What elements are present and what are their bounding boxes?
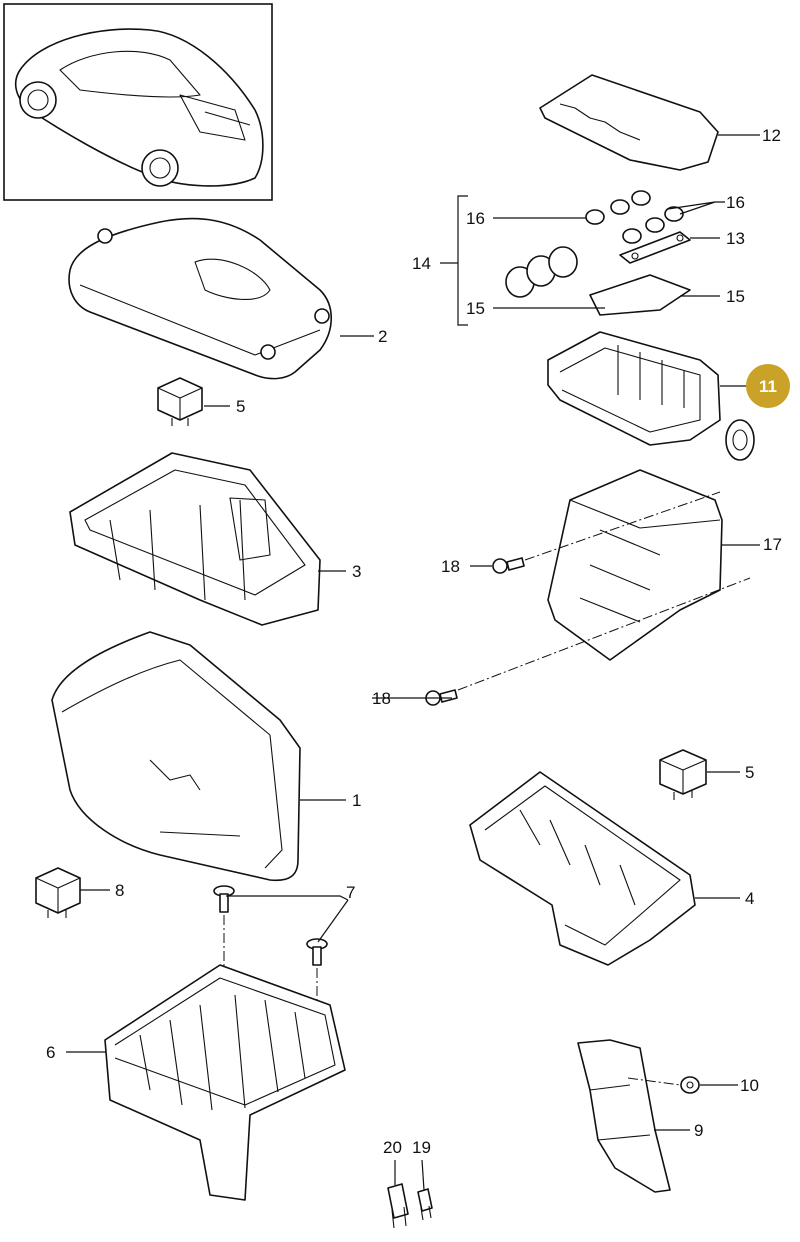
callout-9: 9 (694, 1121, 703, 1140)
callout-18-upper: 18 (441, 557, 460, 576)
callout-10: 10 (740, 1076, 759, 1095)
part-2-cover (68, 217, 332, 380)
callout-16-left: 16 (466, 209, 485, 228)
callout-6: 6 (46, 1043, 55, 1062)
part-5-relay-lower (659, 749, 707, 800)
callouts: 2 5 3 1 8 7 6 20 19 12 16 16 13 14 15 15… (46, 126, 790, 1157)
callout-15-right: 15 (726, 287, 745, 306)
part-5-relay-upper (157, 377, 203, 426)
part-11-terminal-box (547, 331, 755, 461)
callout-19: 19 (412, 1138, 431, 1157)
part-13-bus-bar (619, 231, 691, 264)
callout-17: 17 (763, 535, 782, 554)
part-7-screws (213, 885, 328, 1050)
callout-20: 20 (383, 1138, 402, 1157)
callout-3: 3 (352, 562, 361, 581)
callout-14: 14 (412, 254, 431, 273)
callout-12: 12 (762, 126, 781, 145)
part-1-housing (51, 631, 301, 882)
part-6-fuse-carrier (104, 964, 346, 1201)
callout-2: 2 (378, 327, 387, 346)
callout-13: 13 (726, 229, 745, 248)
part-15-grommets (505, 246, 691, 316)
part-17-support (547, 469, 723, 661)
part-9-cover-plate (577, 1039, 671, 1193)
callout-11-highlight (746, 364, 790, 408)
part-19-fuse (417, 1188, 433, 1221)
callout-16-right: 16 (726, 193, 745, 212)
part-20-fuse (387, 1183, 409, 1229)
part-8-relay (35, 867, 81, 918)
callout-8: 8 (115, 881, 124, 900)
part-4-fuse-holder (469, 771, 696, 966)
vehicle-thumbnail (3, 3, 273, 201)
part-16-nuts (585, 190, 684, 244)
callout-1: 1 (352, 791, 361, 810)
leader-lines (66, 134, 760, 1191)
part-3-bracket (69, 452, 321, 626)
callout-5-lower: 5 (745, 763, 754, 782)
callout-15-left: 15 (466, 299, 485, 318)
callout-5-upper: 5 (236, 397, 245, 416)
kit-14-group (440, 195, 468, 326)
callout-7: 7 (346, 883, 355, 902)
callout-4: 4 (745, 889, 754, 908)
part-10-nut (627, 1076, 700, 1094)
callout-11: 11 (759, 377, 777, 396)
part-18-bolts (425, 491, 751, 706)
part-12-lid (539, 74, 719, 171)
callout-18-lower: 18 (372, 689, 391, 708)
